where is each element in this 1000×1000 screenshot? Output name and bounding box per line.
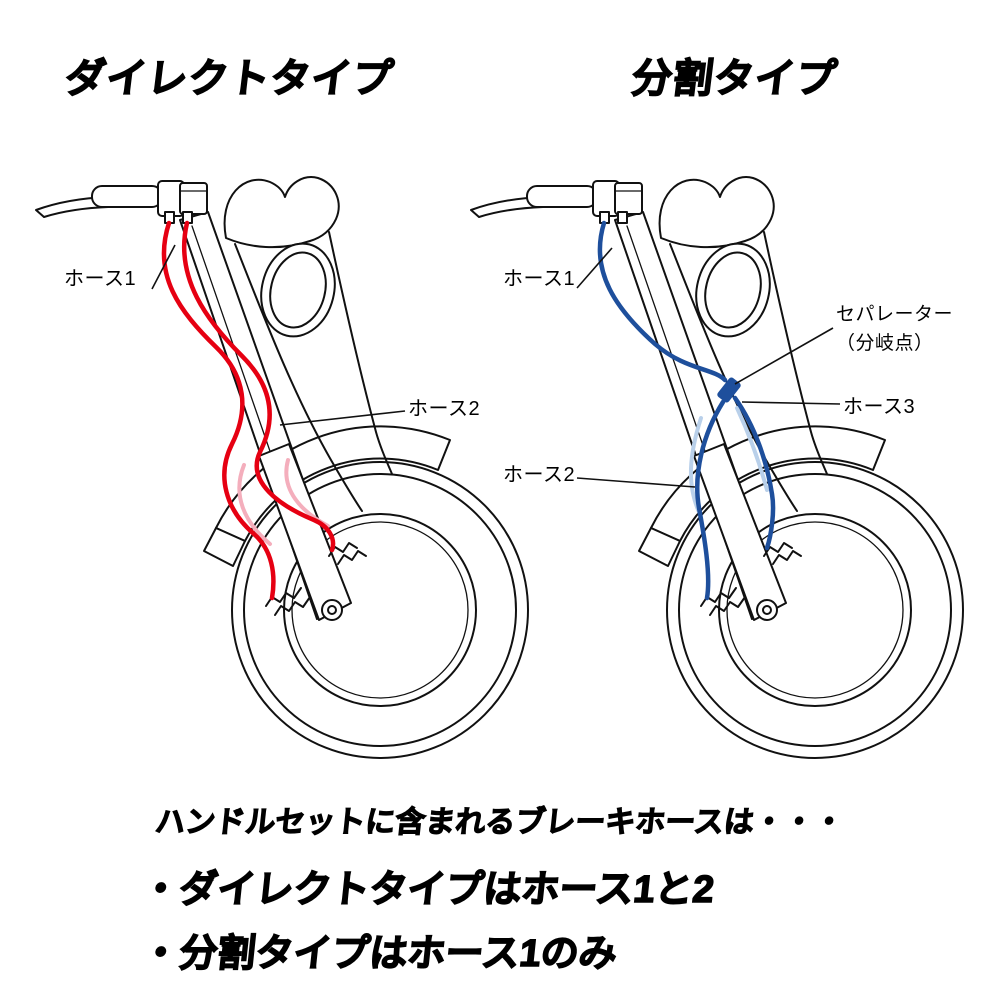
split-hose-light-2 [735,406,769,492]
leader-split-hose2 [576,477,696,488]
title-split-type: 分割タイプ [629,56,841,102]
label-split-hose1: ホース1 [503,268,576,290]
direct-hose-2 [181,220,336,553]
label-separator-line2: （分岐点） [836,333,934,355]
footer-bullet-direct: ・ダイレクトタイプはホース1と2 [139,868,717,912]
label-direct-hose2: ホース2 [408,398,481,420]
leader-direct-hose2 [279,410,406,426]
leader-split-hose1 [576,247,613,289]
label-separator: セパレーター （分岐点） [836,300,953,359]
split-hose-3 [732,395,776,551]
title-direct-type: ダイレクトタイプ [62,56,397,102]
footer-intro: ハンドルセットに含まれるブレーキホースは・・・ [153,805,846,839]
label-split-hose3: ホース3 [843,396,916,418]
label-split-hose2: ホース2 [503,464,576,486]
leader-separator [734,327,834,385]
leader-split-hose3 [741,401,841,405]
footer-bullet-split: ・分割タイプはホース1のみ [139,932,620,976]
direct-hoses [161,220,336,601]
label-direct-hose1: ホース1 [64,268,137,290]
label-separator-line1: セパレーター [836,304,954,325]
direct-hose-light-1 [237,463,272,546]
direct-hose-1 [161,220,276,601]
split-hose-light-1 [689,416,703,514]
leader-direct-hose1 [151,244,176,290]
split-hose-2 [695,399,726,601]
leader-lines [151,244,841,488]
